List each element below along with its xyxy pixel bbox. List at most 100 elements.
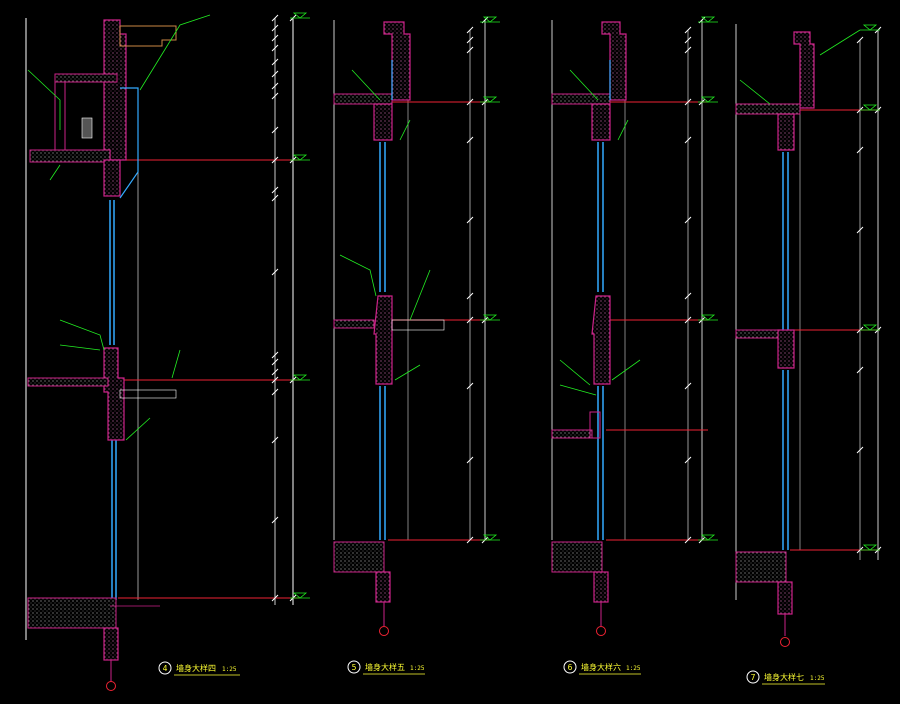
foundation-wall — [103, 627, 119, 661]
dimension-tick — [684, 316, 692, 324]
level-marker — [862, 24, 878, 31]
detail-title: 墙身大样七 — [764, 672, 804, 682]
dimension-tick — [271, 34, 279, 42]
leader-line — [339, 254, 377, 297]
leader-line — [611, 359, 641, 381]
dimension-tick — [856, 226, 864, 234]
detail-scale: 1:25 — [410, 665, 425, 672]
dimension-tick — [684, 136, 692, 144]
detail-number-circle — [158, 661, 172, 675]
dimension-tick — [466, 382, 474, 390]
level-marker — [482, 534, 498, 541]
axis-bubble — [780, 637, 790, 647]
axis-bubble — [379, 626, 389, 636]
level-marker — [700, 16, 716, 23]
leader-line — [49, 164, 61, 181]
leader-line — [819, 29, 861, 56]
dimension-tick — [271, 594, 279, 602]
dimension-tick — [271, 126, 279, 134]
dimension-tick — [856, 36, 864, 44]
leader-line — [559, 384, 597, 396]
dimension-tick — [466, 98, 474, 106]
beam — [591, 103, 611, 141]
roof-slab — [735, 103, 801, 115]
level-marker — [292, 592, 308, 599]
section-4 — [25, 14, 300, 691]
level-marker — [482, 314, 498, 321]
dimension-tick — [271, 436, 279, 444]
detail-number: 7 — [751, 673, 756, 682]
leader-line — [739, 79, 771, 105]
level-marker — [700, 96, 716, 103]
dimension-tick — [271, 70, 279, 78]
dimension-tick — [271, 268, 279, 276]
dimension-tick — [466, 456, 474, 464]
detail-number-circle — [347, 660, 361, 674]
level-marker — [482, 96, 498, 103]
dimension-tick — [466, 536, 474, 544]
detail-number-circle — [746, 670, 760, 684]
dimension-ticks — [271, 14, 882, 602]
leader-line — [139, 14, 211, 91]
floor-slab — [333, 319, 375, 329]
ground-slab — [735, 551, 787, 583]
foundation-wall — [777, 581, 793, 615]
floor-slab-edge — [373, 295, 393, 385]
detail-scale: 1:25 — [810, 675, 825, 682]
detail-number: 5 — [352, 663, 357, 672]
dimension-tick — [684, 36, 692, 44]
detail-scale: 1:25 — [626, 665, 641, 672]
ground-slab — [333, 541, 385, 573]
dimension-tick — [466, 46, 474, 54]
axis-bubble — [596, 626, 606, 636]
dimension-tick — [271, 24, 279, 32]
level-markers — [290, 12, 880, 599]
leader-line — [394, 364, 421, 381]
title-block-6: 6 墙身大样六 1:25 — [563, 660, 641, 675]
window-frame — [119, 87, 139, 199]
canopy-slab — [29, 149, 111, 163]
dimension-tick — [684, 98, 692, 106]
detail-title: 墙身大样六 — [581, 662, 621, 672]
parapet-wall — [793, 31, 815, 109]
dimension-tick — [271, 14, 279, 22]
dimension-tick — [466, 26, 474, 34]
parapet-wall — [103, 19, 127, 161]
dimension-tick — [856, 146, 864, 154]
dimension-tick — [271, 44, 279, 52]
dimension-tick — [856, 366, 864, 374]
section-7 — [735, 24, 880, 647]
leader-line — [569, 69, 599, 101]
dimension-tick — [271, 376, 279, 384]
title-block-4: 4 墙身大样四 1:25 — [158, 661, 240, 676]
detail-title: 墙身大样四 — [176, 663, 216, 673]
detail-number-circle — [563, 660, 577, 674]
floor-slab — [27, 377, 109, 387]
roof-slab — [551, 93, 611, 105]
level-marker — [862, 104, 878, 111]
dimension-tick — [466, 36, 474, 44]
dimension-tick — [466, 216, 474, 224]
dimension-tick — [684, 216, 692, 224]
beam — [103, 159, 121, 197]
dimension-tick — [271, 92, 279, 100]
floor-slab-edge — [777, 329, 795, 369]
level-marker — [862, 544, 878, 551]
leader-line — [125, 417, 151, 441]
leader-line — [27, 69, 61, 130]
dimension-tick — [856, 446, 864, 454]
dimension-tick — [271, 358, 279, 366]
foundation-wall — [593, 571, 609, 603]
sill — [119, 389, 177, 399]
equipment-box — [81, 117, 93, 139]
detail-title: 墙身大样五 — [365, 662, 405, 672]
beam — [777, 113, 795, 151]
section-5 — [333, 20, 490, 636]
dimension-tick — [271, 58, 279, 66]
section-6 — [551, 20, 708, 636]
level-marker — [292, 154, 308, 161]
detail-number: 4 — [163, 664, 168, 673]
dimension-tick — [684, 536, 692, 544]
sill-block — [589, 411, 601, 439]
